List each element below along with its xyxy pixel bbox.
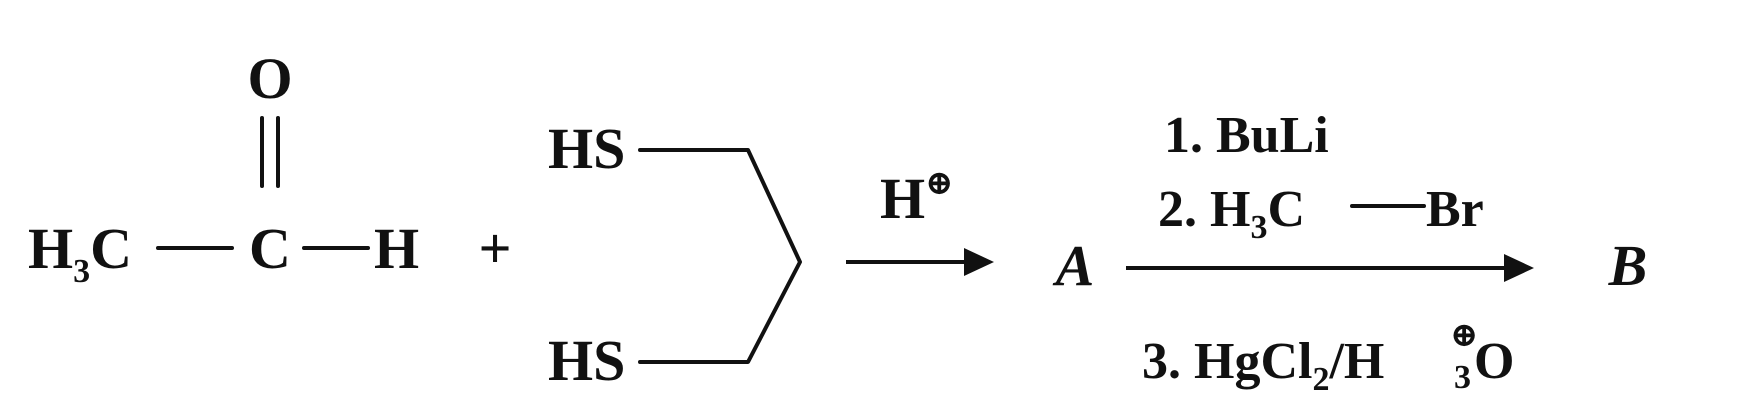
reagent-2-bromine: Br bbox=[1426, 181, 1484, 238]
arrow-head-step2 bbox=[1504, 254, 1534, 282]
reaction-arrow-step1: H⊕ bbox=[846, 165, 994, 276]
reagent-2-subscript: 3 bbox=[1250, 209, 1267, 246]
reagent-3-oxygen: O bbox=[1474, 333, 1514, 390]
propane-chain bbox=[638, 148, 802, 364]
acetaldehyde-structure: O H3C C H bbox=[28, 46, 419, 290]
methyl-subscript: 3 bbox=[73, 253, 90, 290]
acid-catalyst-label: H⊕ bbox=[880, 165, 954, 231]
methyl-group-label: H3C bbox=[28, 216, 132, 290]
product-b: B bbox=[1608, 233, 1648, 298]
reagent-line-3: 3. HgCl2/H bbox=[1142, 333, 1384, 398]
methyl-c: C bbox=[90, 216, 132, 281]
aldehyde-hydrogen: H bbox=[374, 216, 419, 281]
reagent-2-carbon: C bbox=[1267, 181, 1305, 238]
reagent-2-prefix: 2. H bbox=[1158, 181, 1250, 238]
reagent-3-subscript-1: 2 bbox=[1312, 361, 1329, 398]
thiol-bottom-label: HS bbox=[548, 328, 625, 393]
reagent-line-2: 2. H3C bbox=[1158, 181, 1305, 246]
reagent-3-prefix: 3. HgCl bbox=[1142, 333, 1312, 390]
acid-positive-charge: ⊕ bbox=[925, 165, 954, 202]
propanedithiol-structure: HS HS bbox=[548, 116, 802, 393]
carbonyl-carbon: C bbox=[249, 216, 291, 281]
carbonyl-oxygen: O bbox=[247, 46, 292, 111]
plus-sign: + bbox=[478, 216, 511, 281]
thiol-top-label: HS bbox=[548, 116, 625, 181]
acid-h: H bbox=[880, 166, 925, 231]
reagent-3-subscript-2: 3 bbox=[1454, 359, 1471, 396]
reaction-arrow-step2: 1. BuLi 2. H3C Br 3. HgCl2/H 3 ⊕ O bbox=[1126, 107, 1534, 398]
reagent-3-positive-charge: ⊕ bbox=[1450, 317, 1479, 354]
reagent-line-1: 1. BuLi bbox=[1164, 107, 1329, 164]
intermediate-a: A bbox=[1053, 233, 1095, 298]
reagent-3-slash-h: /H bbox=[1328, 333, 1384, 390]
arrow-head-step1 bbox=[964, 248, 994, 276]
methyl-h: H bbox=[28, 216, 73, 281]
